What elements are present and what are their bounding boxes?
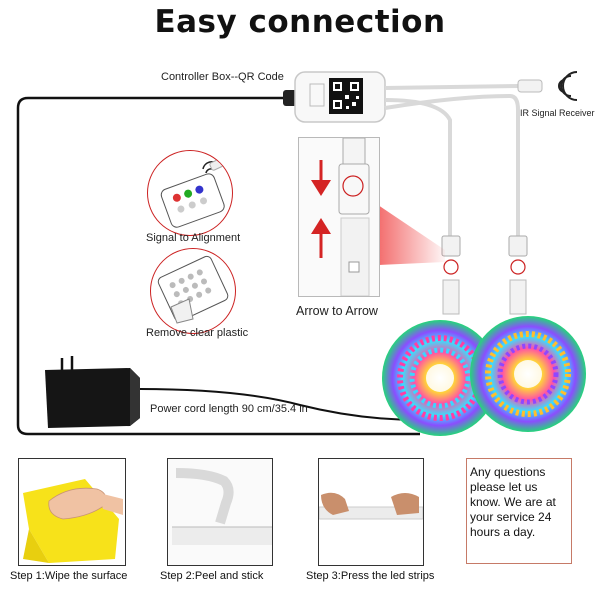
strip-connector-right xyxy=(508,235,528,315)
step1-label: Step 1:Wipe the surface xyxy=(10,570,128,582)
strip-connector-left xyxy=(441,235,461,315)
signal-alignment-circle xyxy=(147,150,233,236)
step3-image xyxy=(318,458,424,566)
ir-receiver-plug xyxy=(517,79,543,93)
remove-plastic-circle xyxy=(150,248,236,334)
page-title: Easy connection xyxy=(154,4,446,40)
controller-box xyxy=(283,71,386,123)
step1-image xyxy=(18,458,126,566)
adapter-cable xyxy=(139,388,421,421)
power-cord-label: Power cord length 90 cm/35.4 in xyxy=(150,403,308,415)
power-cable xyxy=(16,96,420,436)
remove-plastic-label: Remove clear plastic xyxy=(146,327,249,339)
ir-receiver-label: IR Signal Receiver xyxy=(520,108,595,118)
help-box: Any questions please let us know. We are… xyxy=(466,458,572,564)
step2-label: Step 2:Peel and stick xyxy=(160,570,264,582)
power-adapter xyxy=(45,356,140,428)
step3-label: Step 3:Press the led strips xyxy=(306,570,435,582)
arrow-to-arrow-label: Arrow to Arrow xyxy=(296,304,378,318)
signal-alignment-label: Signal to Alignment xyxy=(146,232,241,244)
arrow-to-arrow-box xyxy=(298,137,380,297)
step2-image xyxy=(167,458,273,566)
controller-label: Controller Box--QR Code xyxy=(161,71,284,83)
led-reel-right xyxy=(470,316,586,432)
